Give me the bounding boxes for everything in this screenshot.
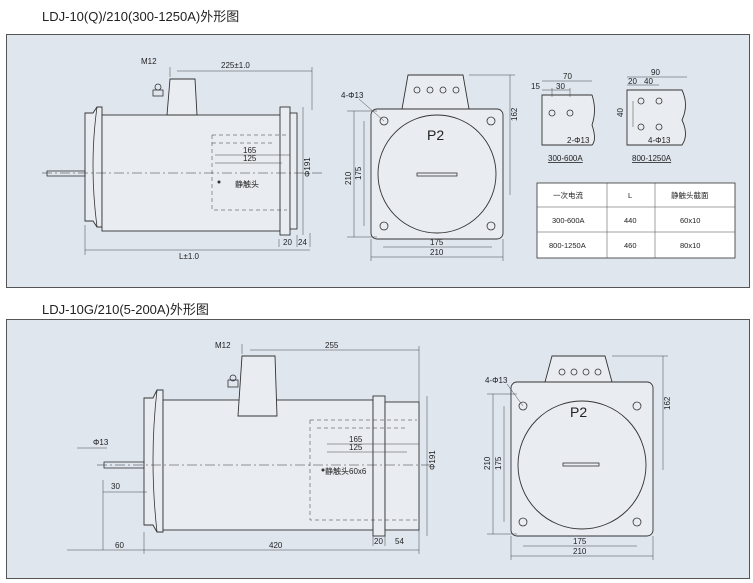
- top-dim-225: 225±1.0: [221, 61, 250, 70]
- bottom-title: LDJ-10G/210(5-200A)外形图: [42, 302, 209, 317]
- bottom-dim-420: 420: [269, 541, 283, 550]
- table-header-current: 一次电流: [553, 190, 583, 200]
- bottom-contact-label: 静触头60x6: [325, 466, 367, 476]
- detail2-caption: 800-1250A: [632, 154, 672, 163]
- top-title: LDJ-10(Q)/210(300-1250A)外形图: [42, 9, 240, 24]
- detail2-hole: 4-Φ13: [648, 136, 671, 145]
- detail2-dim-90: 90: [651, 68, 660, 77]
- top-drawing: M12 225±1.0 165 125 静触头 Φ191 20 24 L±1.0…: [42, 57, 736, 261]
- top-dim-175h: 175: [430, 238, 444, 247]
- bottom-dim-175v: 175: [494, 456, 503, 470]
- bottom-dim-125: 125: [349, 443, 363, 452]
- bottom-dim-210v: 210: [483, 456, 492, 470]
- top-detail-800-1250: [626, 76, 687, 146]
- top-dim-210v: 210: [344, 171, 353, 185]
- bottom-dim-30: 30: [111, 482, 120, 491]
- detail1-dim-15: 15: [531, 82, 540, 91]
- table-cell-r1c2: 440: [624, 216, 637, 225]
- table-cell-r1c3: 60x10: [680, 216, 700, 225]
- top-dim-191: Φ191: [303, 157, 312, 177]
- detail2-dim-40b: 40: [616, 108, 625, 117]
- table-cell-r2c1: 800-1250A: [549, 241, 586, 250]
- table-header-contact: 静触头截面: [671, 190, 709, 200]
- bottom-p2-label: P2: [570, 404, 587, 420]
- spec-table: [536, 182, 736, 259]
- top-dim-20: 20: [283, 238, 292, 247]
- top-hole-label: 4-Φ13: [341, 91, 364, 100]
- bottom-dim-175h: 175: [573, 537, 587, 546]
- bottom-dim-54: 54: [395, 537, 404, 546]
- detail1-caption: 300-600A: [548, 154, 583, 163]
- top-dim-l: L±1.0: [179, 252, 200, 261]
- top-dim-162: 162: [510, 107, 519, 121]
- detail1-hole: 2-Φ13: [567, 136, 590, 145]
- top-side-view: [42, 67, 322, 255]
- bottom-hole-label: 4-Φ13: [485, 376, 508, 385]
- top-p2-label: P2: [427, 127, 444, 143]
- bottom-side-view: [67, 344, 432, 554]
- detail2-dim-20: 20: [628, 77, 637, 86]
- bottom-drawing: M12 255 165 125 静触头60x6 Φ13 30 60 420 20…: [67, 341, 672, 560]
- bottom-dim-165: 165: [349, 435, 363, 444]
- bottom-drawing-panel: M12 255 165 125 静触头60x6 Φ13 30 60 420 20…: [6, 319, 750, 579]
- top-dim-175v: 175: [354, 166, 363, 180]
- table-header-l: L: [628, 191, 632, 200]
- bottom-dim-60: 60: [115, 541, 124, 550]
- bottom-front-view: [487, 355, 668, 560]
- detail2-dim-40a: 40: [644, 77, 653, 86]
- bottom-dim-255: 255: [325, 341, 339, 350]
- top-dim-210h: 210: [430, 248, 444, 257]
- bottom-dim-162: 162: [663, 396, 672, 410]
- table-cell-r1c1: 300-600A: [552, 216, 585, 225]
- bottom-phi13: Φ13: [93, 438, 109, 447]
- bottom-dim-191: Φ191: [428, 450, 437, 470]
- top-m12-label: M12: [141, 57, 157, 66]
- bottom-dim-210h: 210: [573, 547, 587, 556]
- top-dim-24: 24: [298, 238, 307, 247]
- table-cell-r2c2: 460: [624, 241, 637, 250]
- detail1-dim-70: 70: [563, 72, 572, 81]
- top-detail-300-600: [541, 80, 595, 146]
- top-dim-165: 165: [243, 146, 257, 155]
- top-front-view: [347, 74, 515, 261]
- bottom-dim-20: 20: [374, 537, 383, 546]
- table-cell-r2c3: 80x10: [680, 241, 700, 250]
- bottom-m12-label: M12: [215, 341, 231, 350]
- top-contact-label: 静触头: [235, 179, 259, 189]
- top-dim-125: 125: [243, 154, 257, 163]
- detail1-dim-30: 30: [556, 82, 565, 91]
- top-drawing-panel: M12 225±1.0 165 125 静触头 Φ191 20 24 L±1.0…: [6, 34, 750, 288]
